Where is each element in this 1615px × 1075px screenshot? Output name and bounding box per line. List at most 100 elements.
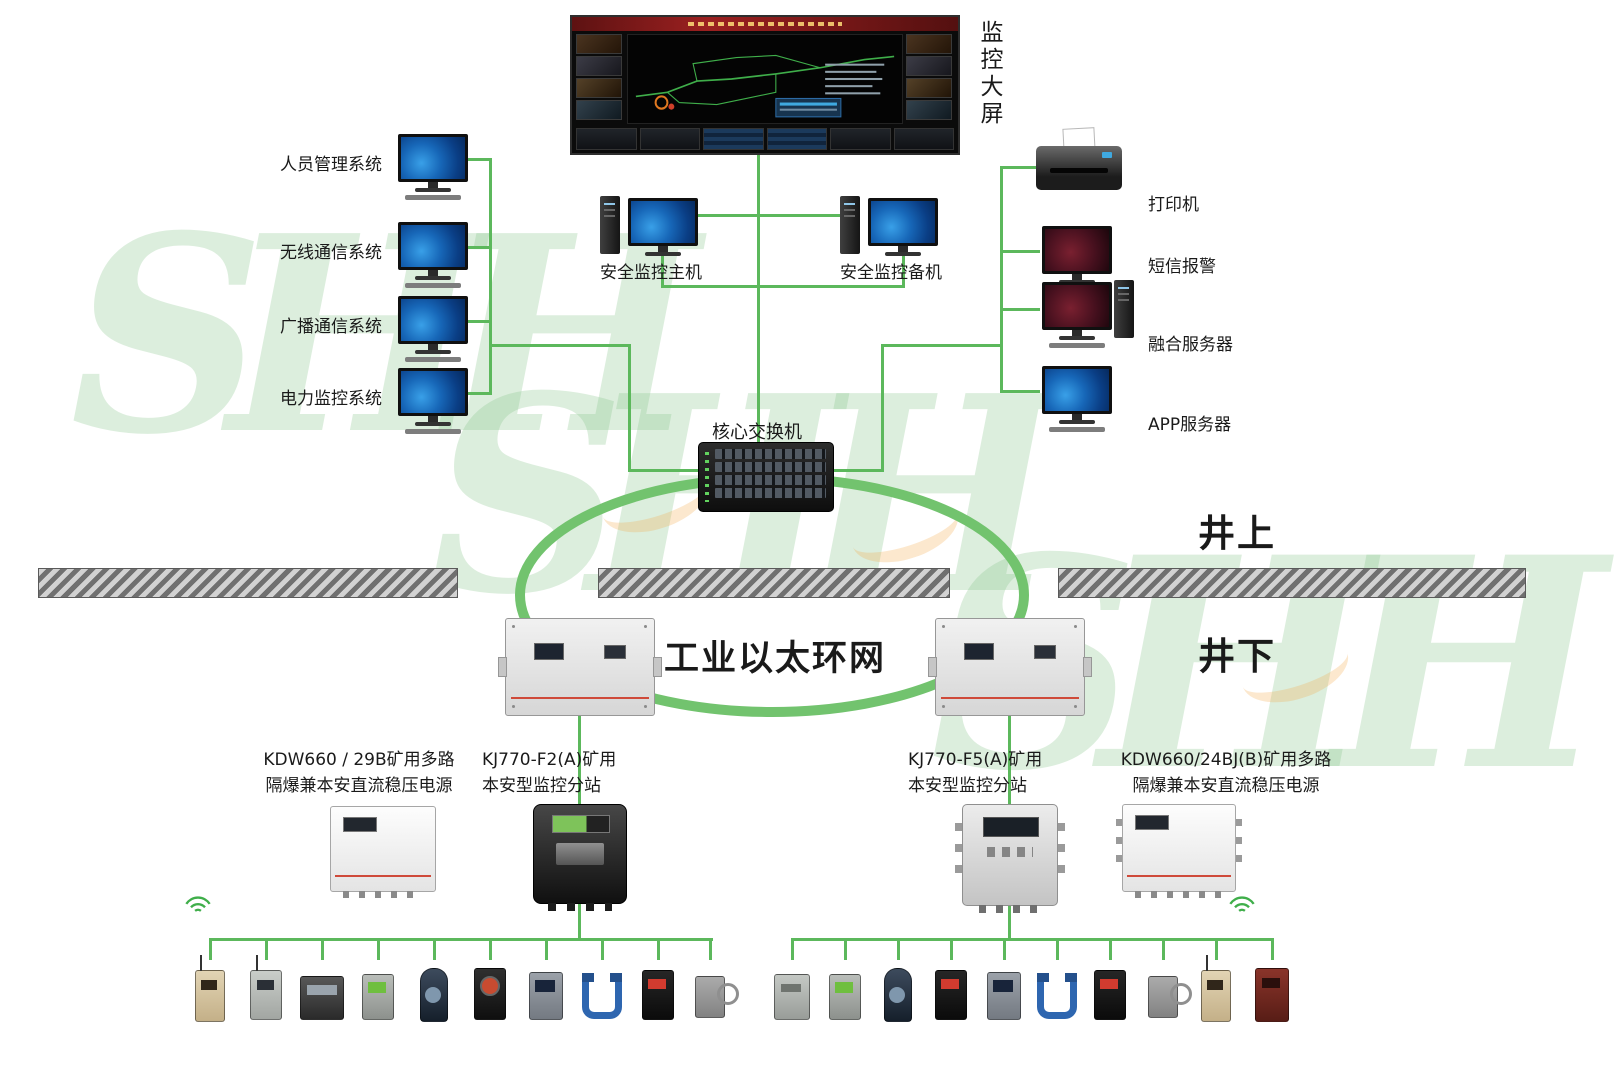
switch-port-row	[715, 475, 826, 485]
psu-window	[343, 817, 377, 832]
label-primary-host: 安全监控主机	[600, 263, 702, 283]
equipment-label-line: KDW660/24BJ(B)矿用多路	[1120, 750, 1332, 770]
cable-glands	[1116, 819, 1122, 869]
wire	[791, 938, 794, 960]
ring-substation-enclosure	[928, 618, 1092, 716]
label-wireless-system: 无线通信系统	[280, 243, 382, 263]
cable-sensor-icon	[688, 956, 739, 1030]
equipment-label-line: 本安型监控分站	[908, 775, 1027, 796]
psu-stripe	[335, 875, 431, 877]
sensor-icon	[770, 956, 814, 1030]
wireless-sensor-icon	[1194, 955, 1238, 1030]
wire	[489, 938, 492, 960]
sensor-icon	[468, 956, 512, 1030]
wire	[1271, 938, 1274, 960]
wire	[209, 938, 212, 960]
wire	[1001, 308, 1040, 311]
ground-hatch-bar	[38, 568, 458, 598]
power-supply-right	[1116, 804, 1242, 898]
enclosure-window	[604, 645, 626, 659]
monitor-icon	[396, 296, 470, 362]
monitor-screen	[398, 296, 468, 344]
wire	[321, 938, 324, 960]
label-kdw660-24bj: KDW660/24BJ(B)矿用多路 隔爆兼本安直流稳压电源	[1098, 748, 1354, 799]
cable-glands	[343, 891, 423, 898]
monitoring-substation-right	[955, 804, 1065, 913]
cable-glands	[955, 823, 962, 885]
monitor-icon	[1040, 226, 1114, 292]
printer-slot	[1050, 168, 1108, 173]
monitor-icon	[1040, 366, 1114, 432]
label-kj770-f2: KJ770-F2(A)矿用 本安型监控分站	[482, 748, 682, 799]
monitor-icon	[626, 198, 700, 256]
monitor-screen	[398, 134, 468, 182]
wire	[897, 938, 900, 960]
label-sms-alarm: 短信报警	[1148, 257, 1216, 277]
label-core-switch: 核心交换机	[712, 422, 802, 443]
switch-port-row	[715, 488, 826, 498]
wire	[578, 712, 581, 810]
cable-glands	[979, 905, 1041, 913]
monitor-icon	[1040, 282, 1114, 348]
sensor-icon	[636, 956, 680, 1030]
clamp-sensor-icon	[1035, 956, 1079, 1030]
strip-cell	[830, 128, 891, 150]
mounting-ear	[498, 657, 507, 677]
sensor-icon	[356, 956, 400, 1030]
wire	[489, 158, 492, 395]
cable-glands	[548, 903, 612, 911]
core-switch-icon	[698, 442, 834, 512]
camera-thumb	[576, 100, 622, 120]
wire	[545, 938, 548, 960]
wire	[1001, 166, 1040, 169]
cable-glands	[1236, 819, 1242, 869]
desktop-tower-icon	[840, 196, 860, 254]
keyboard-icon	[1049, 427, 1105, 432]
wire	[1162, 938, 1165, 960]
strip-cell	[893, 128, 954, 150]
wire	[433, 938, 436, 960]
sensor-icon	[524, 956, 568, 1030]
mine-map-view	[627, 34, 903, 124]
enclosure-bolts	[942, 625, 945, 628]
wire	[1008, 902, 1011, 940]
label-power-monitor-system: 电力监控系统	[280, 389, 382, 409]
wire	[468, 392, 492, 395]
label-fusion-server: 融合服务器	[1148, 335, 1233, 355]
enclosure-window	[1034, 645, 1056, 659]
watermark-text: SHH	[70, 176, 700, 494]
desktop-tower-icon	[600, 196, 620, 254]
monitor-icon	[396, 222, 470, 288]
label-zone-surface: 井上	[1198, 512, 1276, 555]
camera-thumb	[576, 56, 622, 76]
monitoring-wall-screen	[570, 15, 960, 155]
cable-glands	[1135, 891, 1223, 898]
equipment-label-line: KJ770-F5(A)矿用	[908, 750, 1043, 770]
camera-thumb	[906, 100, 952, 120]
sensor-icon	[412, 956, 456, 1030]
sensor-icon	[929, 956, 973, 1030]
ground-hatch-bar	[1058, 568, 1526, 598]
keyboard-icon	[405, 429, 461, 434]
wire	[950, 938, 953, 960]
label-backup-host: 安全监控备机	[840, 263, 942, 283]
strip-cell	[576, 128, 637, 150]
wire	[468, 158, 492, 161]
label-monitoring-wall: 监控大屏	[976, 20, 1002, 128]
wire	[468, 246, 492, 249]
wire	[377, 938, 380, 960]
keyboard-icon	[405, 357, 461, 362]
wire	[657, 938, 660, 960]
power-supply-left	[330, 806, 436, 898]
keyboard-icon	[1049, 343, 1105, 348]
camera-thumb	[906, 56, 952, 76]
label-zone-underground: 井下	[1198, 635, 1276, 678]
enclosure-stripe	[511, 697, 649, 699]
monitor-screen	[398, 222, 468, 270]
wire	[1008, 712, 1011, 810]
wire	[661, 285, 905, 288]
mounting-ear	[1083, 657, 1092, 677]
wire	[757, 152, 760, 444]
monitor-screen	[868, 198, 938, 246]
enclosure-bolts	[512, 625, 515, 628]
